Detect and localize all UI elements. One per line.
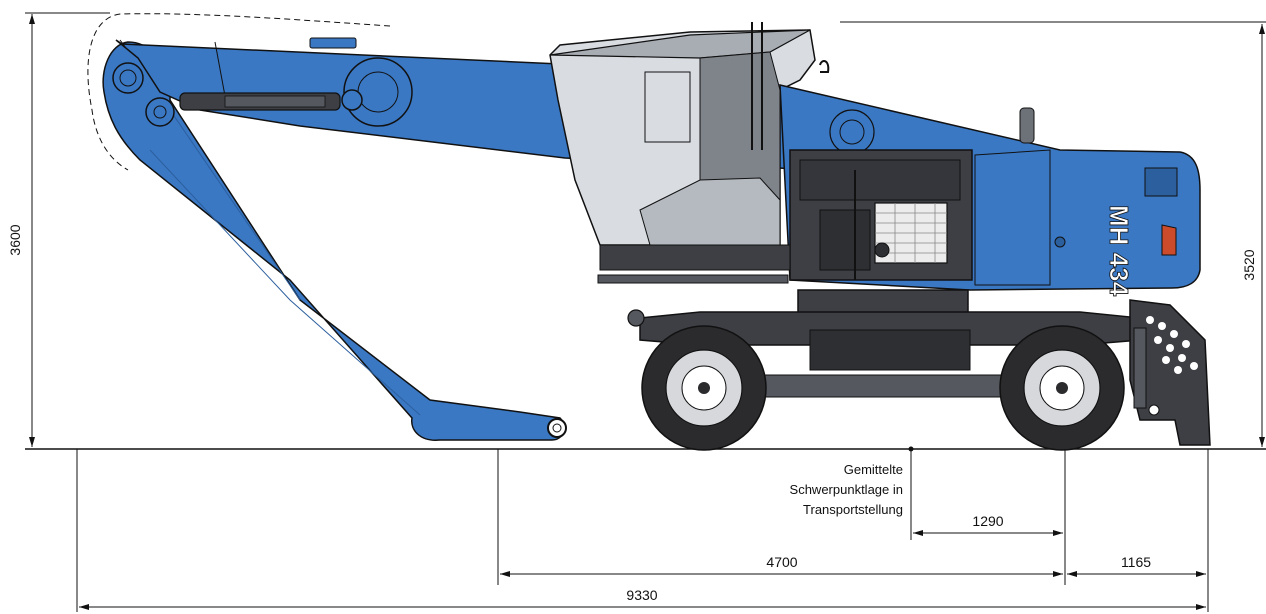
stick-arm — [102, 41, 567, 441]
dim-rear-overhang: 1165 — [1121, 554, 1151, 570]
front-wheel — [641, 325, 767, 451]
cog-marker — [908, 446, 914, 452]
cog-note-line2: Schwerpunktlage in — [790, 482, 903, 497]
dim-cog-offset: 1290 — [972, 513, 1003, 529]
dim-cab-height: 3520 — [1241, 249, 1257, 280]
hydraulic-cylinder — [179, 92, 341, 111]
dim-total-length: 9330 — [626, 587, 657, 603]
dozer-blade — [1129, 299, 1211, 446]
dim-total-height: 3600 — [7, 224, 23, 255]
boom-swing-arc — [87, 13, 391, 171]
engine-housing — [597, 149, 973, 284]
cog-note-line3: Transportstellung — [803, 502, 903, 517]
dim-wheelbase: 4700 — [766, 554, 797, 570]
model-badge: MH 434 — [1104, 205, 1134, 297]
operator-cab — [549, 22, 830, 246]
rear-wheel — [999, 325, 1125, 451]
cog-note-line1: Gemittelte — [844, 462, 903, 477]
